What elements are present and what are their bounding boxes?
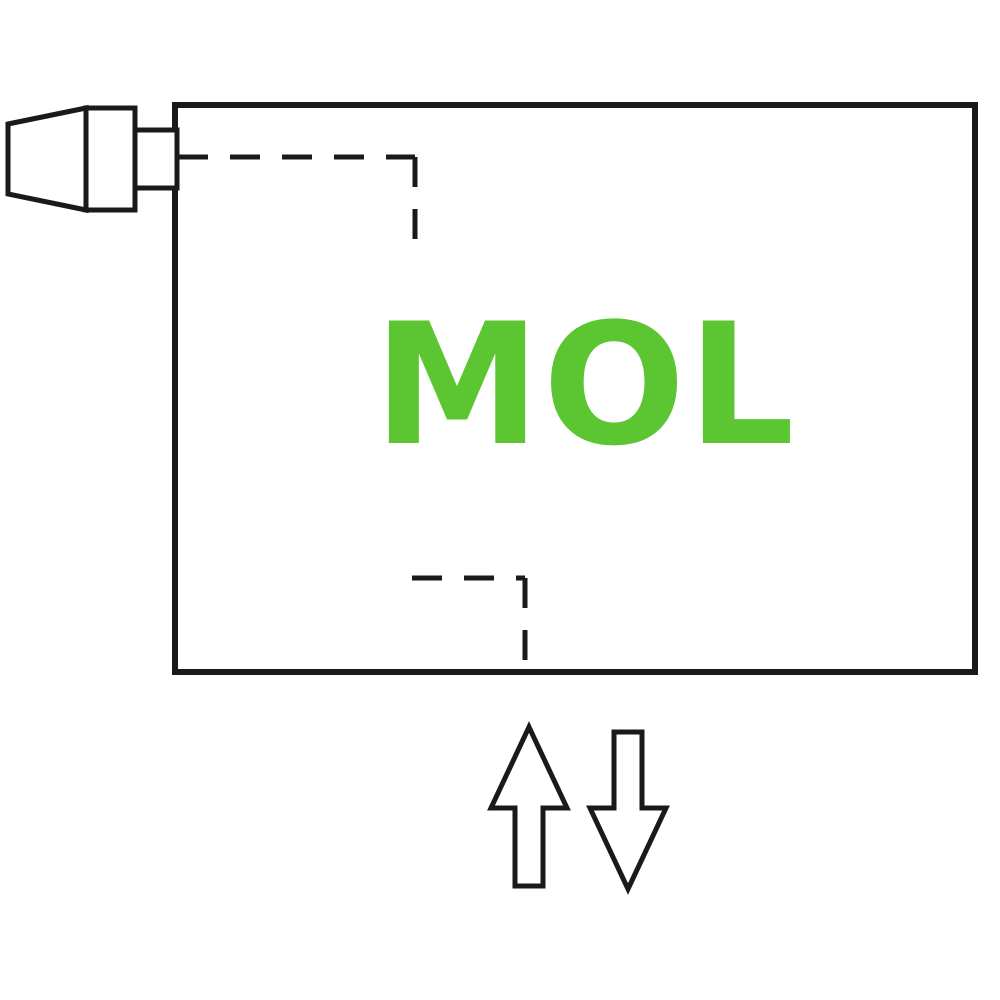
radiator-panel <box>172 102 978 675</box>
valve-neck <box>130 127 180 191</box>
flow-up-arrow-icon <box>487 721 571 889</box>
valve-assembly <box>5 104 180 214</box>
flow-arrows <box>487 721 670 895</box>
valve-body <box>83 105 138 213</box>
valve-head-icon <box>5 104 89 214</box>
model-label: MOL <box>373 287 796 483</box>
return-pipe-dashed-line <box>412 575 528 672</box>
radiator-panel-outline <box>172 102 978 675</box>
supply-pipe-dashed-line <box>178 154 418 258</box>
return-down-arrow-icon <box>586 729 670 895</box>
